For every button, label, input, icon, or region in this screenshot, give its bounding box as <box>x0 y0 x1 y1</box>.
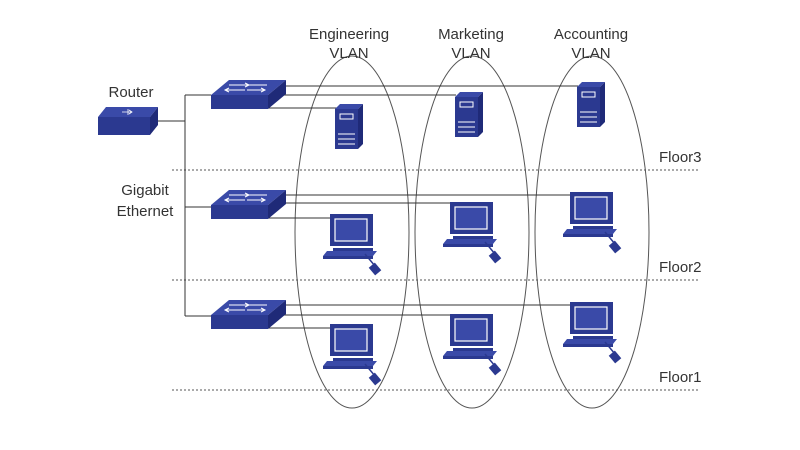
vlan-accounting-subtitle: VLAN <box>571 45 610 62</box>
vlan-engineering-subtitle: VLAN <box>329 45 368 62</box>
vlan-engineering-title: Engineering <box>309 26 389 43</box>
server-marketing-icon <box>454 91 484 138</box>
server-accounting-icon <box>576 81 606 128</box>
backbone-label-line2: Ethernet <box>117 203 175 220</box>
floor2-links <box>264 194 570 219</box>
switch-floor1-icon <box>210 299 287 330</box>
switch-floor2-icon <box>210 189 287 220</box>
floor1-links <box>264 304 570 329</box>
switch-floor3-icon <box>210 79 287 110</box>
pc-engineering-floor1-icon <box>322 323 383 387</box>
pc-accounting-floor1-icon <box>562 301 623 365</box>
vlan-marketing-title: Marketing <box>438 26 504 43</box>
vlan-ellipse-marketing <box>414 55 530 409</box>
floor1-label: Floor1 <box>659 369 702 386</box>
vlan-ellipse-engineering <box>294 55 410 409</box>
backbone-label-line1: Gigabit <box>121 182 169 199</box>
floor3-links <box>264 85 578 109</box>
pc-marketing-floor1-icon <box>442 313 503 377</box>
vlan-accounting-title: Accounting <box>554 26 628 43</box>
floor3-label: Floor3 <box>659 149 702 166</box>
backbone-links <box>157 94 211 317</box>
vlan-marketing-subtitle: VLAN <box>451 45 490 62</box>
pc-engineering-floor2-icon <box>322 213 383 277</box>
pc-accounting-floor2-icon <box>562 191 623 255</box>
router-label: Router <box>108 84 153 101</box>
vlan-ellipse-accounting <box>534 55 650 409</box>
floor2-label: Floor2 <box>659 259 702 276</box>
router-icon <box>97 106 159 136</box>
server-engineering-icon <box>334 103 364 150</box>
pc-marketing-floor2-icon <box>442 201 503 265</box>
